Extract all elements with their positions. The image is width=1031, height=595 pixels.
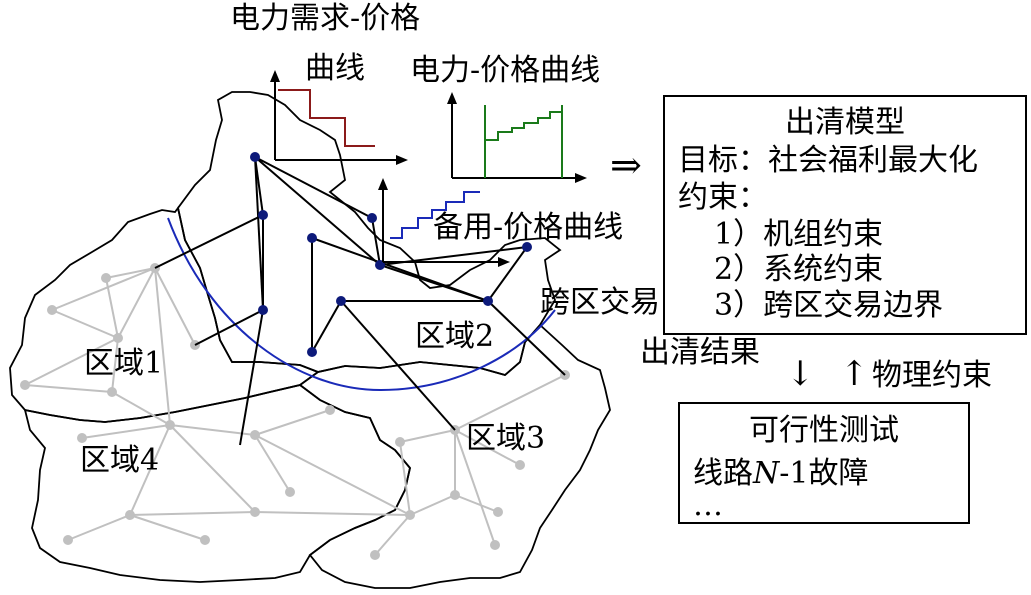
- clearing-model-title: 出清模型: [785, 105, 905, 140]
- constraint-item: 1）机组约束: [714, 217, 883, 252]
- regional-grid-nodes: [20, 263, 570, 560]
- constraint-item: 2）系统约束: [714, 252, 883, 287]
- supply-curve-label: 电力-价格曲线: [410, 53, 600, 88]
- feasibility-test-title: 可行性测试: [749, 413, 899, 448]
- supply-curve-chart: [447, 92, 587, 183]
- more-items-ellipsis: …: [693, 488, 723, 523]
- backbone-node: [307, 233, 317, 243]
- feasibility-test-box: [678, 402, 970, 524]
- supply-curve-line: [485, 111, 562, 141]
- region4-label: 区域4: [80, 443, 159, 478]
- backbone-node: [367, 213, 377, 223]
- backbone-node: [522, 242, 532, 252]
- clearing-model-constraints-label: 约束：: [678, 180, 768, 215]
- backbone-node: [258, 210, 268, 220]
- reserve-curve-label: 备用-价格曲线: [433, 210, 623, 245]
- demand-curve-line: [278, 89, 375, 147]
- reserve-curve-chart: [378, 178, 510, 267]
- region3-label: 区域3: [466, 421, 545, 456]
- backbone-node: [307, 347, 317, 357]
- double-arrow-icon: ⇒: [610, 143, 642, 187]
- backbone-node: [336, 296, 346, 306]
- up-arrow-icon: ↑: [840, 354, 869, 394]
- backbone-node: [483, 296, 493, 306]
- backbone-node: [250, 152, 260, 162]
- reserve-curve-line: [390, 191, 480, 239]
- region4-outline: [23, 384, 411, 583]
- region1-label: 区域1: [84, 346, 163, 381]
- clearing-model-box: [663, 95, 1027, 335]
- clearing-model-objective: 目标：社会福利最大化: [678, 143, 978, 178]
- cross-region-trade-label: 跨区交易: [540, 285, 660, 320]
- demand-curve-label-line1: 电力需求-价格: [230, 1, 420, 36]
- clearing-result-label: 出清结果: [640, 335, 760, 370]
- backbone-node: [375, 260, 385, 270]
- n-minus-1-fault-item: 线路N-1故障: [693, 456, 868, 491]
- demand-curve-label-line2: 曲线: [305, 51, 365, 86]
- backbone-node: [258, 305, 268, 315]
- interregion-boundary-arc: [167, 217, 556, 392]
- region2-label: 区域2: [415, 319, 494, 354]
- backbone-network-nodes: [250, 152, 532, 357]
- region2-outline: [177, 91, 562, 376]
- demand-curve-chart: [270, 70, 408, 165]
- constraint-item: 3）跨区交易边界: [714, 288, 943, 323]
- down-arrow-icon: ↓: [786, 354, 815, 394]
- physical-constraint-label: 物理约束: [872, 358, 992, 393]
- region1-outline: [9, 205, 320, 423]
- backbone-network-edges: [154, 156, 566, 446]
- regional-grid-edges: [24, 267, 566, 556]
